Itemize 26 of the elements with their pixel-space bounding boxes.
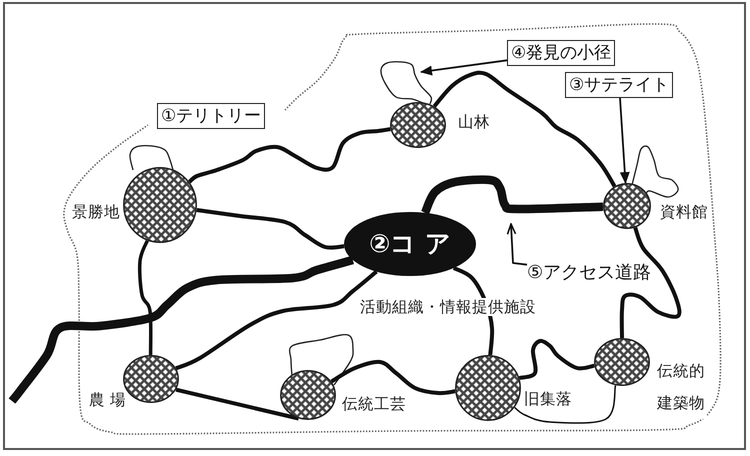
callout-box: ④発見の小径 — [507, 40, 616, 66]
place-label: 資料館 — [659, 203, 709, 221]
place-label: 旧集落 — [523, 390, 573, 408]
road — [176, 388, 300, 420]
road — [519, 338, 595, 380]
road — [175, 270, 378, 370]
place-label: 農 場 — [88, 391, 127, 409]
facility-label: 活動組織・情報提供施設 — [359, 298, 537, 316]
road — [138, 240, 153, 355]
callout-box: ①テリトリー — [157, 103, 266, 129]
callout-text: ⑤アクセス道路 — [527, 262, 652, 283]
place-label: 山林 — [457, 112, 491, 130]
road — [8, 256, 354, 404]
road — [188, 127, 391, 184]
trail-line — [514, 385, 616, 424]
road — [432, 70, 616, 188]
road — [196, 208, 344, 250]
place-label: 景勝地 — [71, 203, 121, 221]
leader-arrow — [506, 223, 528, 266]
leader-arrow — [619, 98, 630, 184]
place-label: 伝統工芸 — [341, 395, 407, 413]
callout-box: ③サテライト — [565, 72, 674, 98]
road — [620, 226, 682, 338]
core-label: ②コ ア — [369, 230, 451, 258]
road — [330, 360, 456, 396]
leader-arrow — [420, 59, 508, 76]
